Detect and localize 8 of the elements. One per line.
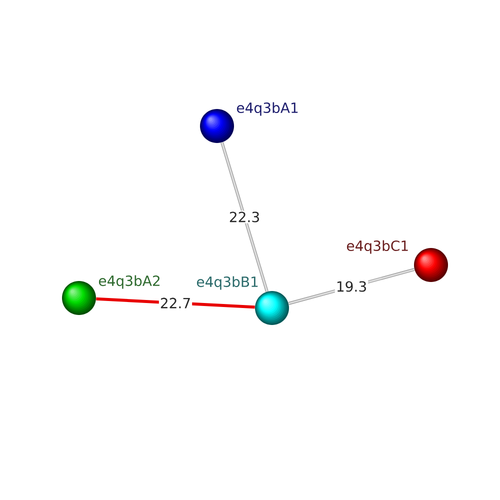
node-label: e4q3bB1 [196, 276, 258, 290]
node-label: e4q3bC1 [346, 240, 408, 254]
connector [220, 142, 268, 292]
edge-label: 22.7 [158, 296, 192, 310]
edge-label: 19.3 [334, 280, 368, 293]
edge-label: 22.3 [228, 210, 262, 224]
node-label: e4q3bA1 [236, 102, 298, 116]
node-label: e4q3bA2 [98, 275, 160, 289]
